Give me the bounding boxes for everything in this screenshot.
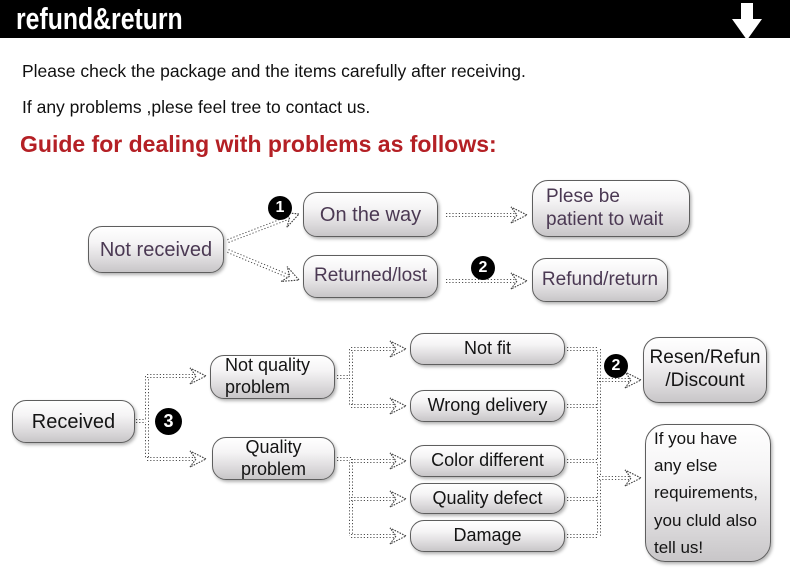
node-returned-lost: Returned/lost — [303, 255, 438, 298]
banner-title: refund&return — [16, 1, 183, 36]
badge-step-3: 3 — [155, 408, 182, 435]
node-label: Not received — [99, 238, 213, 261]
node-label-line3: requirements, — [654, 483, 758, 503]
node-label: On the way — [319, 203, 422, 226]
node-label: Damage — [453, 525, 522, 546]
node-not-received: Not received — [88, 226, 224, 273]
node-not-quality-problem: Not quality problem — [210, 355, 335, 399]
node-damage: Damage — [410, 520, 565, 552]
node-please-wait: Plese be patient to wait — [532, 180, 690, 237]
node-quality-problem: Quality problem — [212, 437, 335, 480]
intro-line-2: If any problems ,plese feel tree to cont… — [22, 97, 371, 117]
node-label-line2: any else — [654, 456, 718, 476]
node-label: Wrong delivery — [427, 395, 548, 416]
node-resend-refund-discount: Resen/Refun /Discount — [643, 337, 767, 403]
guide-heading: Guide for dealing with problems as follo… — [20, 131, 497, 157]
badge-step-2: 2 — [471, 256, 495, 280]
node-on-the-way: On the way — [303, 192, 438, 237]
down-arrow-icon — [732, 3, 762, 40]
node-refund-return: Refund/return — [532, 258, 668, 302]
node-label: Color different — [431, 450, 544, 471]
badge-step-1: 1 — [268, 196, 292, 220]
node-label: Received — [31, 410, 116, 433]
node-label-line1: Plese be — [546, 185, 620, 207]
banner: refund&return — [0, 0, 790, 40]
node-color-different: Color different — [410, 445, 565, 477]
node-label-line2: patient to wait — [546, 208, 664, 230]
node-label: Refund/return — [541, 268, 659, 290]
node-not-fit: Not fit — [410, 333, 565, 365]
node-label-line1: Resen/Refun — [649, 347, 761, 369]
node-label-line1: If you have — [654, 429, 738, 449]
node-received: Received — [12, 400, 135, 443]
node-label-line1: Quality — [245, 436, 302, 457]
node-label-line1: Not quality — [225, 355, 311, 376]
node-label-line4: you cluld also — [654, 510, 758, 530]
node-label-line2: /Discount — [665, 370, 745, 391]
node-label: Not fit — [463, 338, 511, 359]
node-label-line2: problem — [225, 377, 291, 397]
node-label: Returned/lost — [313, 265, 427, 287]
node-label-line5: tell us! — [654, 537, 704, 557]
badge-step-2b: 2 — [604, 354, 628, 378]
node-anything-else: If you have any else requirements, you c… — [645, 424, 771, 562]
node-quality-defect: Quality defect — [410, 483, 565, 514]
node-label-line2: problem — [240, 458, 307, 479]
node-wrong-delivery: Wrong delivery — [410, 390, 565, 422]
intro-line-1: Please check the package and the items c… — [22, 61, 526, 81]
node-label: Quality defect — [432, 487, 543, 508]
